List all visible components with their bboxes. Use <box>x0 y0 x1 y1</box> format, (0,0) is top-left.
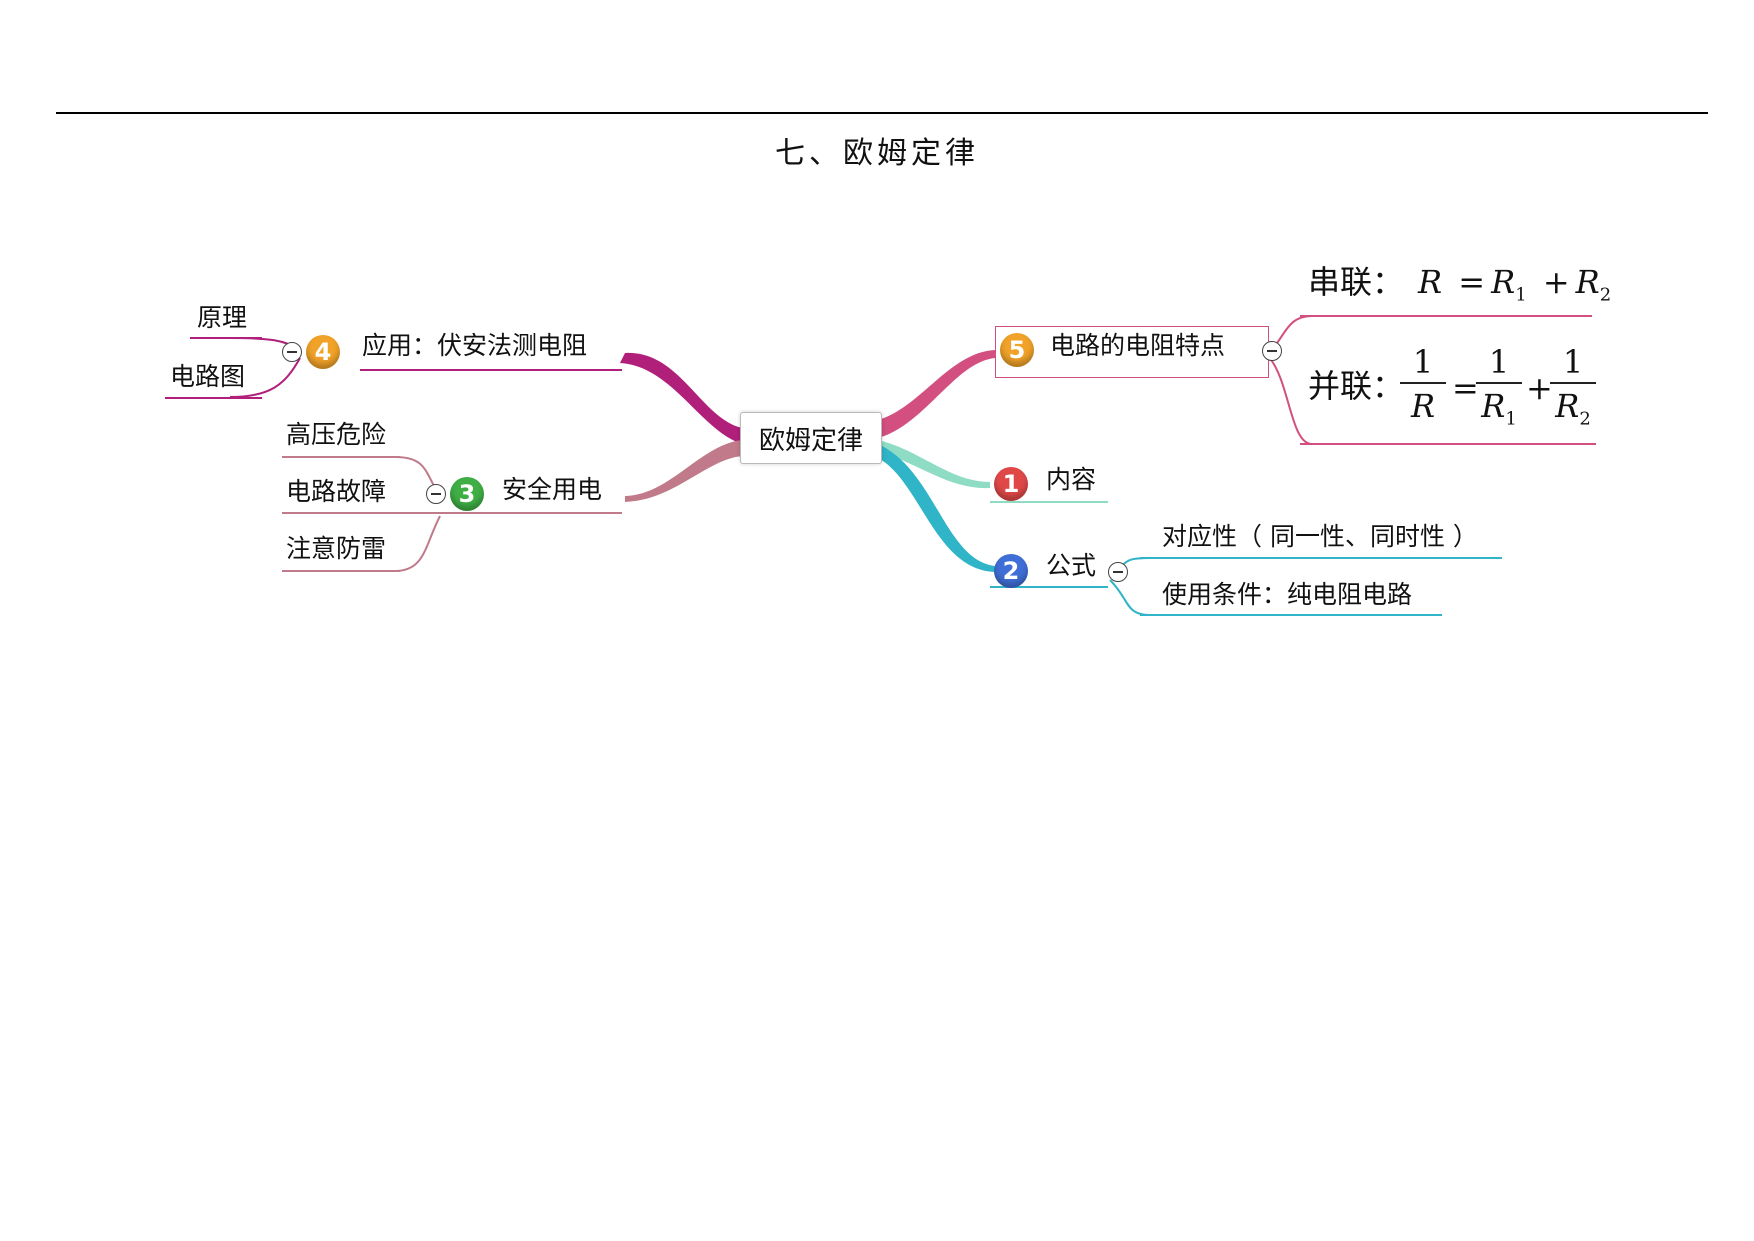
parallel-eq: = <box>1452 369 1479 407</box>
collapse-toggle-b5[interactable] <box>1262 341 1282 361</box>
collapse-toggle-b4[interactable] <box>282 342 302 362</box>
fraction-1-num: 1 <box>1400 346 1446 384</box>
branch-node-b5[interactable] <box>995 326 1269 378</box>
series-R1: R <box>1491 263 1516 301</box>
connector-b2-child-2 <box>1109 579 1151 616</box>
series-label: 串联： <box>1308 263 1405 301</box>
fraction-3-den: R <box>1555 387 1580 425</box>
series-R2: R <box>1575 263 1600 301</box>
fraction-2-den-sub: 1 <box>1505 408 1517 430</box>
series-resistance-formula[interactable]: 串联：R =R1 +R2 <box>1308 266 1611 304</box>
branch-label-b5[interactable]: 电路的电阻特点 <box>1050 331 1226 360</box>
center-node-label: 欧姆定律 <box>758 425 863 456</box>
fraction-2-num: 1 <box>1476 346 1522 384</box>
b2-child-1[interactable]: 对应性（ 同一性、同时性 ） <box>1162 522 1478 551</box>
series-R1-sub: 1 <box>1515 284 1527 306</box>
parallel-label: 并联： <box>1308 367 1405 405</box>
branch-label-b3[interactable]: 安全用电 <box>502 475 603 504</box>
b4-child-2[interactable]: 电路图 <box>170 362 246 391</box>
connector-center-b2 <box>878 444 995 572</box>
b3-child-1[interactable]: 高压危险 <box>286 420 387 449</box>
connector-center-b5 <box>878 350 995 438</box>
fraction-1-over-R2: 1 R2 <box>1550 346 1596 428</box>
badge-number-4: 4 <box>306 335 340 369</box>
b3-child-3[interactable]: 注意防雷 <box>286 534 387 563</box>
collapse-toggle-b2[interactable] <box>1108 562 1128 582</box>
b2-child-2[interactable]: 使用条件：纯电阻电路 <box>1162 580 1413 609</box>
fraction-3-num: 1 <box>1550 346 1596 384</box>
series-plus: + <box>1542 263 1570 301</box>
fraction-2-den: R <box>1481 387 1506 425</box>
connector-b4-child-2 <box>229 357 301 398</box>
badge-number-1: 1 <box>994 467 1028 501</box>
parallel-plus: + <box>1526 369 1553 407</box>
connector-center-b1 <box>878 440 990 489</box>
badge-number-2: 2 <box>994 554 1028 588</box>
series-eq: = <box>1458 263 1486 301</box>
fraction-1-over-R1: 1 R1 <box>1476 346 1522 428</box>
series-R2-sub: 2 <box>1599 284 1612 306</box>
badge-number-3: 3 <box>450 477 484 511</box>
page-header-rule <box>56 112 1708 114</box>
b4-child-1[interactable]: 原理 <box>197 303 248 332</box>
connector-b5-child-2 <box>1267 355 1313 445</box>
page-title: 七、欧姆定律 <box>775 136 979 171</box>
connector-center-b3 <box>625 440 742 502</box>
badge-number-5: 5 <box>1000 333 1034 367</box>
connector-b3-child-3 <box>394 515 441 572</box>
b3-child-2[interactable]: 电路故障 <box>286 477 387 506</box>
branch-label-b4[interactable]: 应用：伏安法测电阻 <box>362 331 588 360</box>
fraction-1-over-R: 1 R <box>1400 346 1446 422</box>
series-R: R <box>1418 263 1443 301</box>
fraction-1-den: R <box>1410 387 1436 425</box>
branch-label-b2[interactable]: 公式 <box>1046 551 1097 580</box>
collapse-toggle-b3[interactable] <box>426 484 446 504</box>
parallel-resistance-formula[interactable]: 并联： 1 R = 1 R1 + 1 R2 <box>1308 346 1598 438</box>
fraction-3-den-sub: 2 <box>1579 408 1591 430</box>
center-node[interactable]: 欧姆定律 <box>740 412 882 464</box>
branch-label-b1[interactable]: 内容 <box>1046 465 1097 494</box>
connector-center-b4 <box>620 352 742 444</box>
